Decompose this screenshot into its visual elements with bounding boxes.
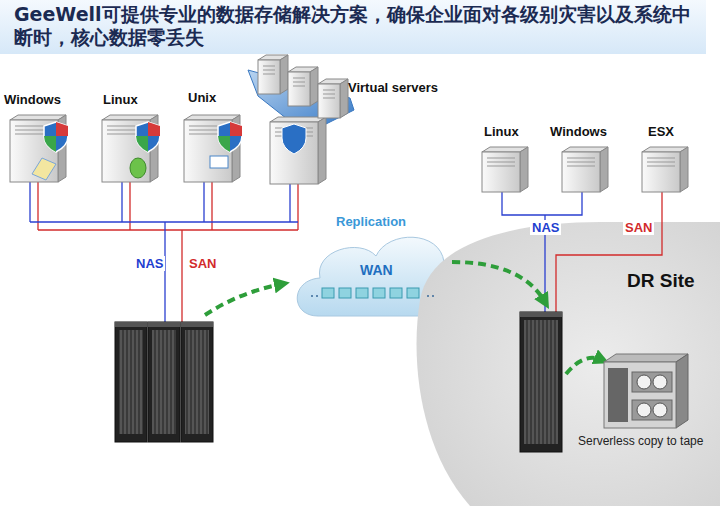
packet (356, 288, 368, 298)
san-wire (38, 229, 298, 230)
server-icon (562, 147, 608, 192)
storage-rack (520, 312, 562, 452)
device-label-box: Windows (550, 124, 609, 140)
packet-dot (316, 295, 318, 297)
storage-rack (115, 322, 147, 442)
packet-dot (427, 295, 429, 297)
link-type-label: NAS (134, 256, 165, 271)
nas-wire (121, 182, 122, 222)
device-label: Windows (4, 92, 63, 108)
san-wire (297, 182, 298, 230)
cloud-label: WAN (360, 262, 393, 279)
packet (339, 288, 351, 298)
server-icon (288, 67, 318, 106)
nas-wire (289, 182, 290, 222)
server-icon (102, 115, 160, 182)
san-wire (211, 182, 212, 230)
device-label: Linux (484, 124, 521, 140)
device-label-box: Linux (103, 92, 140, 108)
server-icon (318, 79, 348, 118)
server-icon (482, 147, 528, 192)
server-icon (270, 117, 326, 184)
storage-rack (148, 322, 180, 442)
shield-badge (282, 124, 306, 154)
device-label-box: Windows (4, 92, 63, 108)
label-anchor: SAN (623, 220, 654, 235)
nas-wire (502, 192, 582, 215)
replication-arrow (205, 284, 282, 315)
device-label: ESX (648, 124, 677, 140)
device-label-box: Linux (484, 124, 521, 140)
nas-wire (203, 182, 204, 222)
device-label-box: Serverless copy to tape (578, 434, 706, 449)
device-label: Virtual servers (348, 80, 441, 96)
san-wire (181, 230, 182, 322)
link-caption: Replication (336, 214, 406, 230)
label-anchor: NAS (134, 256, 165, 271)
device-label: Unix (188, 90, 219, 106)
server-icon (258, 55, 288, 94)
link-type-label: NAS (530, 220, 561, 235)
nas-wire (29, 182, 30, 222)
device-label-box: Unix (188, 90, 219, 106)
storage-rack (181, 322, 213, 442)
link-type-label: SAN (623, 220, 654, 235)
site-label: DR Site (627, 270, 695, 293)
server-icon (184, 115, 242, 182)
tape-library (604, 354, 688, 428)
nas-wire (164, 222, 165, 322)
label-anchor: NAS (530, 220, 561, 235)
server-icon (642, 147, 688, 192)
device-label-box: ESX (648, 124, 677, 140)
packet (322, 288, 334, 298)
packet (407, 288, 419, 298)
label-anchor: SAN (187, 256, 218, 271)
device-label-box: Virtual servers (348, 80, 441, 96)
link-type-label: SAN (187, 256, 218, 271)
packet (390, 288, 402, 298)
nas-wire (30, 221, 298, 222)
device-label: Serverless copy to tape (578, 434, 706, 448)
title: GeeWell可提供专业的数据存储解决方案，确保企业面对各级别灾害以及系统中断时… (14, 3, 702, 49)
packet-dot (432, 295, 434, 297)
packet (373, 288, 385, 298)
packet-dot (311, 295, 313, 297)
san-wire (129, 182, 130, 230)
device-label: Windows (550, 124, 609, 140)
server-icon (10, 115, 68, 182)
san-wire (37, 182, 38, 230)
device-label: Linux (103, 92, 140, 108)
